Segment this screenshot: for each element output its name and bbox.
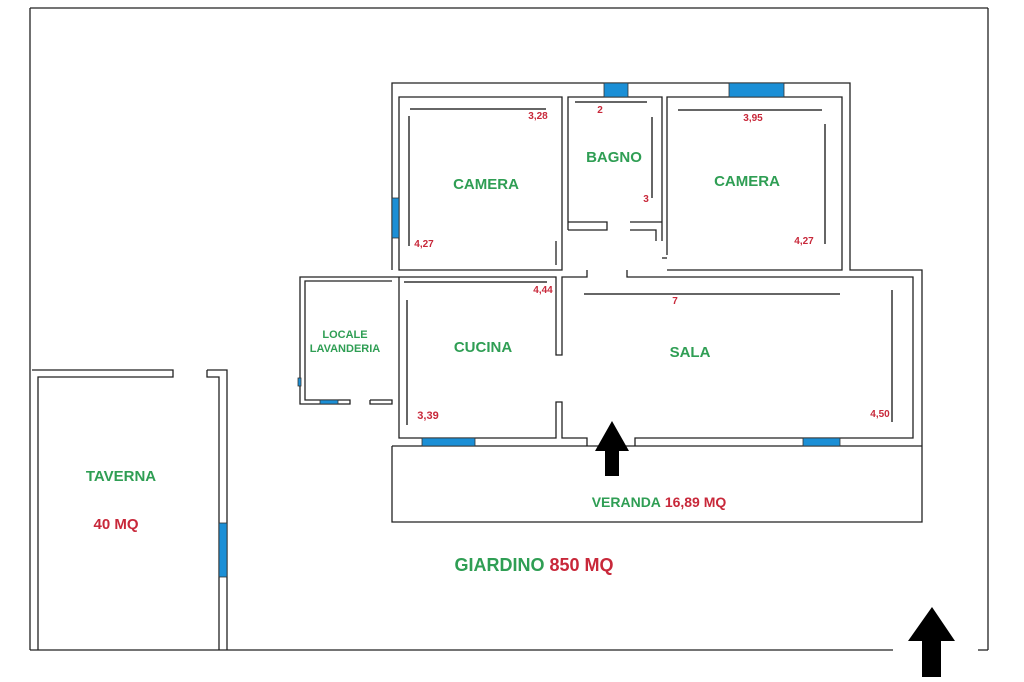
dimension-camera-right-depth: 4,27 bbox=[794, 236, 814, 247]
entrance-arrow-icon bbox=[908, 607, 955, 677]
area-taverna: 40 MQ bbox=[93, 516, 138, 533]
property-boundary bbox=[29, 7, 989, 651]
room-label-bagno: BAGNO bbox=[586, 149, 642, 166]
dimension-camera-left-width: 3,28 bbox=[528, 111, 548, 122]
room-label-lavanderia-line2: LAVANDERIA bbox=[310, 343, 381, 355]
label-giardino: GIARDINO bbox=[454, 555, 544, 575]
dimension-camera-right-width: 3,95 bbox=[743, 113, 763, 124]
house-walls bbox=[297, 82, 923, 523]
veranda-label-group: VERANDA 16,89 MQ bbox=[592, 494, 727, 510]
taverna-walls bbox=[32, 369, 228, 650]
window bbox=[421, 437, 476, 447]
dimension-camera-left-depth: 4,27 bbox=[414, 239, 434, 250]
window bbox=[603, 82, 629, 98]
room-label-cucina: CUCINA bbox=[454, 339, 512, 356]
window bbox=[391, 197, 400, 239]
room-label-camera-left: CAMERA bbox=[453, 176, 519, 193]
dimension-cucina-depth: 3,39 bbox=[417, 410, 438, 422]
window bbox=[319, 399, 339, 405]
dimension-cucina-width: 4,44 bbox=[533, 285, 553, 296]
room-label-sala: SALA bbox=[670, 344, 711, 361]
dimension-sala-depth: 4,50 bbox=[870, 409, 890, 420]
area-giardino: 850 MQ bbox=[549, 555, 613, 575]
window bbox=[297, 377, 302, 387]
entrance-arrow-icon bbox=[595, 421, 629, 476]
room-label-lavanderia-line1: LOCALE bbox=[322, 329, 367, 341]
dimension-lines bbox=[404, 101, 893, 425]
dimension-sala-width: 7 bbox=[672, 296, 678, 307]
area-veranda: 16,89 MQ bbox=[665, 494, 727, 510]
window bbox=[218, 522, 228, 578]
giardino-label-group: GIARDINO 850 MQ bbox=[454, 555, 613, 575]
room-label-camera-right: CAMERA bbox=[714, 173, 780, 190]
window bbox=[728, 82, 785, 98]
room-label-veranda: VERANDA bbox=[592, 494, 661, 510]
dimension-bagno-width: 2 bbox=[597, 105, 603, 116]
dimension-bagno-depth: 3 bbox=[643, 194, 649, 205]
window bbox=[802, 437, 841, 447]
room-label-taverna: TAVERNA bbox=[86, 468, 156, 485]
